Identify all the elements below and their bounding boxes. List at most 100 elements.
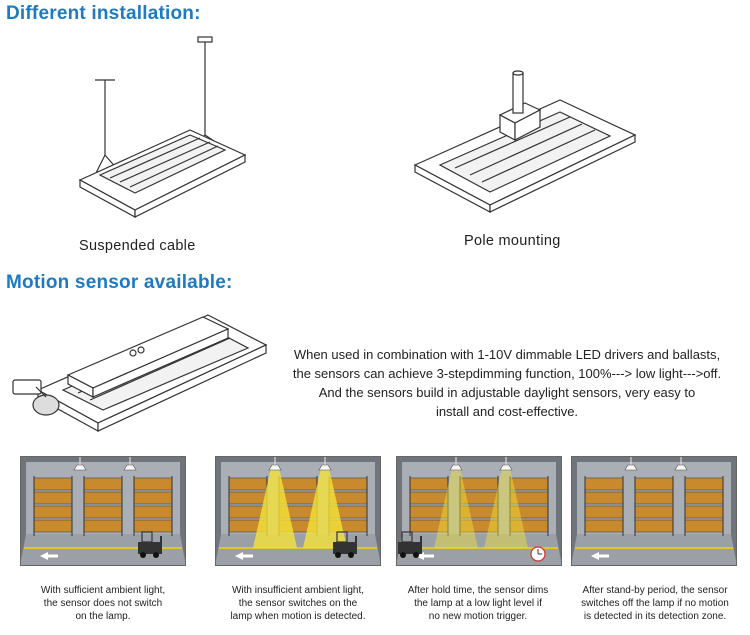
forklift-wheel [348,552,354,558]
direction-arrow-tail [48,554,58,558]
shelf-boxes [634,519,674,533]
shelf-boxes [228,477,268,491]
warehouse-scene-ambient-light [20,456,186,566]
shelf-boxes [33,519,73,533]
shelf-boxes [409,491,449,505]
description-line: the sensors can achieve 3-stepdimming fu… [292,366,722,381]
forklift-mast [420,536,422,554]
shelf-boxes [459,477,499,491]
ceiling-lamp [268,464,282,471]
light-beam [434,468,478,548]
forklift-cab [141,531,153,543]
shelf-boxes [228,491,268,505]
shelf-boxes [133,477,173,491]
warehouse-scene-standby-off [571,456,737,566]
ceiling-lamp [624,464,638,471]
caption-line: With sufficient ambient light, [40,585,166,596]
shelf-rack [83,476,123,536]
scene-caption-4: After stand-by period, the sensor switch… [565,584,745,623]
caption-line: is detected in its detection zone. [583,611,727,622]
caption-line: the sensor does not switch [43,598,163,609]
ceiling-lamp [318,464,332,471]
forklift-mast [355,536,357,554]
direction-arrow-tail [424,554,434,558]
caption-line: the lamp at a low light level if [414,598,542,609]
warehouse-scene-dimmed [396,456,562,566]
scene-border [396,456,562,566]
shelf-boxes [634,505,674,519]
caption-line: on the lamp. [75,611,131,622]
shelf-boxes [133,505,173,519]
shelf-boxes [83,505,123,519]
caption-line: With insufficient ambient light, [231,585,365,596]
shelf-boxes [33,505,73,519]
shelf-boxes [584,491,624,505]
shelf-rack [509,476,549,536]
ceiling-lamp [123,464,137,471]
shelf-boxes [584,505,624,519]
light-beam [303,468,347,548]
direction-arrow [235,552,243,560]
shelf-boxes [509,477,549,491]
forklift-mast [160,536,162,554]
shelf-rack [634,476,674,536]
caption-line: After hold time, the sensor dims [407,585,549,596]
light-beam [253,468,297,548]
motion-sensor-description: When used in combination with 1-10V dimm… [262,345,750,421]
motion-sensor-lamp-illustration [12,314,268,433]
caption-suspended-cable: Suspended cable [79,238,196,254]
forklift-body [138,542,160,554]
description-line: install and cost-effective. [435,404,579,419]
ceiling-lamp [73,464,87,471]
forklift-cab [336,531,348,543]
forklift-wheel [153,552,159,558]
shelf-rack [409,476,449,536]
shelf-boxes [83,491,123,505]
suspended-cable-lamp-illustration [78,36,247,219]
shelf-boxes [584,477,624,491]
floor [396,534,562,566]
scene-caption-2: With insufficient ambient light, the sen… [208,584,388,623]
forklift-body [398,542,420,554]
description-line: When used in combination with 1-10V dimm… [293,347,721,362]
shelf-rack [228,476,268,536]
forklift-body [333,542,355,554]
ceiling-lamp [674,464,688,471]
shelf-boxes [684,505,724,519]
ceiling-lamp [499,464,513,471]
shelf-boxes [133,491,173,505]
scene-caption-3: After hold time, the sensor dims the lam… [388,584,568,623]
section-title-installation: Different installation: [6,3,201,24]
shelf-rack [133,476,173,536]
shelf-boxes [409,477,449,491]
shelf-rack [684,476,724,536]
shelf-boxes [684,519,724,533]
scene-border [571,456,737,566]
light-beam [484,468,528,548]
caption-line: After stand-by period, the sensor [582,585,728,596]
shelf-boxes [33,491,73,505]
shelf-rack [33,476,73,536]
shelf-rack [459,476,499,536]
shelf-rack [584,476,624,536]
caption-line: no new motion trigger. [428,611,528,622]
ceiling-lamp [449,464,463,471]
shelf-boxes [33,477,73,491]
caption-pole-mounting: Pole mounting [464,233,561,249]
caption-line: the sensor switches on the [238,598,358,609]
shelf-boxes [634,477,674,491]
direction-arrow [591,552,599,560]
forklift [138,531,162,558]
forklift-wheel [413,552,419,558]
shelf-boxes [83,477,123,491]
caption-line: switches off the lamp if no motion [581,598,729,609]
pole-mounting-lamp-illustration [413,70,637,213]
shelf-boxes [133,519,173,533]
caption-line: lamp when motion is detected. [230,611,366,622]
direction-arrow-tail [599,554,609,558]
scene-caption-1: With sufficient ambient light, the senso… [13,584,193,623]
shelf-boxes [83,519,123,533]
description-line: And the sensors build in adjustable dayl… [318,385,696,400]
shelf-boxes [684,477,724,491]
forklift-cab [401,531,413,543]
